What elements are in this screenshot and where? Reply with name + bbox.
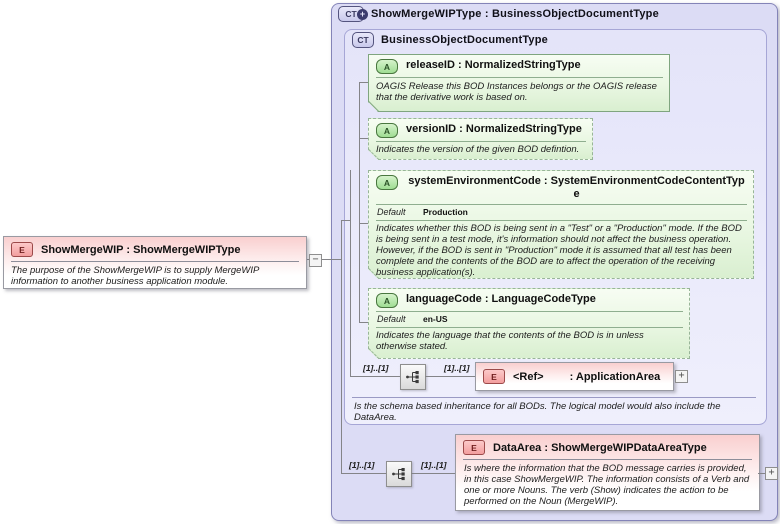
ct-icon-label: CT — [357, 35, 369, 45]
default-value: en-US — [423, 314, 448, 324]
element-dataarea-box[interactable]: E DataArea : ShowMergeWIPDataAreaType Is… — [455, 434, 760, 511]
connector-line — [350, 376, 400, 377]
complextype-title: ShowMergeWIPType : BusinessObjectDocumen… — [371, 8, 659, 20]
element-icon: E — [11, 242, 33, 257]
connector-line — [359, 138, 368, 139]
element-title: DataArea : ShowMergeWIPDataAreaType — [493, 441, 707, 454]
connector-line — [359, 223, 368, 224]
divider — [376, 77, 663, 78]
attribute-title: languageCode : LanguageCodeType — [406, 293, 596, 305]
element-ref-applicationarea-box[interactable]: E <Ref> : ApplicationArea — [475, 362, 674, 391]
divider — [376, 141, 586, 142]
divider — [376, 327, 683, 328]
attribute-icon: A — [376, 293, 398, 308]
divider — [11, 261, 299, 262]
connector-line — [350, 170, 351, 376]
cardinality-label: [1]..[1] — [444, 363, 470, 373]
attribute-description: Indicates whether this BOD is being sent… — [376, 223, 742, 278]
attribute-languagecode-box[interactable]: A languageCode : LanguageCodeType Defaul… — [368, 288, 690, 359]
connector-line — [425, 376, 475, 377]
default-value: Production — [423, 207, 468, 217]
default-label: Default — [377, 207, 406, 217]
sequence-icon[interactable] — [400, 364, 426, 390]
element-description: Is where the information that the BOD me… — [464, 463, 750, 507]
connector-line — [305, 259, 341, 260]
cardinality-label: [1]..[1] — [421, 460, 447, 470]
divider — [376, 220, 747, 221]
complextype-header: CT + ShowMergeWIPType : BusinessObjectDo… — [338, 6, 659, 22]
cardinality-label: [1]..[1] — [349, 460, 375, 470]
attribute-versionid-box[interactable]: A versionID : NormalizedStringType Indic… — [368, 118, 593, 160]
attribute-releaseid-box[interactable]: A releaseID : NormalizedStringType OAGIS… — [368, 54, 670, 112]
divider — [352, 397, 756, 398]
connector-line — [341, 220, 342, 474]
complextype-plus-icon: CT + — [338, 6, 368, 22]
attribute-description: OAGIS Release this BOD Instances belongs… — [376, 81, 657, 103]
attribute-title: releaseID : NormalizedStringType — [406, 59, 581, 71]
cardinality-label: [1]..[1] — [363, 363, 389, 373]
attribute-icon: A — [376, 123, 398, 138]
attribute-systemenvironmentcode-box[interactable]: A systemEnvironmentCode : SystemEnvironm… — [368, 170, 754, 279]
default-label: Default — [377, 314, 406, 324]
element-icon: E — [463, 440, 485, 455]
attribute-icon: A — [376, 175, 398, 190]
divider — [376, 311, 683, 312]
divider — [376, 204, 747, 205]
element-icon: E — [483, 369, 505, 384]
default-row: Default Production — [377, 207, 747, 219]
complextype-icon: CT — [352, 32, 374, 48]
attribute-title: systemEnvironmentCode : SystemEnvironmen… — [408, 175, 745, 200]
connector-line — [359, 82, 368, 83]
element-ref-label: <Ref> — [513, 370, 544, 383]
connector-line — [758, 473, 766, 474]
basetype-annotation: Is the schema based inheritance for all … — [354, 401, 721, 423]
element-title: ShowMergeWIP : ShowMergeWIPType — [41, 243, 241, 256]
collapse-button[interactable]: − — [309, 254, 322, 267]
basetype-title: BusinessObjectDocumentType — [381, 34, 548, 46]
connector-line — [411, 473, 455, 474]
element-showmergewip-box[interactable]: E ShowMergeWIP : ShowMergeWIPType The pu… — [3, 236, 307, 289]
expand-button[interactable]: + — [765, 467, 778, 480]
element-description: The purpose of the ShowMergeWIP is to su… — [11, 265, 259, 287]
expand-button[interactable]: + — [675, 370, 688, 383]
attribute-icon: A — [376, 59, 398, 74]
default-row: Default en-US — [377, 314, 683, 326]
plus-badge-icon: + — [357, 8, 368, 20]
connector-line — [341, 220, 351, 221]
attribute-description: Indicates the language that the contents… — [376, 330, 644, 352]
basetype-header: CT BusinessObjectDocumentType — [352, 32, 548, 48]
attribute-description: Indicates the version of the given BOD d… — [376, 144, 580, 155]
element-type-label: : ApplicationArea — [569, 370, 661, 383]
connector-line — [359, 322, 368, 323]
sequence-icon[interactable] — [386, 461, 412, 487]
attribute-title: versionID : NormalizedStringType — [406, 123, 582, 135]
ct-icon-label: CT — [345, 9, 357, 19]
connector-line — [359, 82, 360, 322]
connector-line — [342, 473, 386, 474]
divider — [463, 459, 752, 460]
